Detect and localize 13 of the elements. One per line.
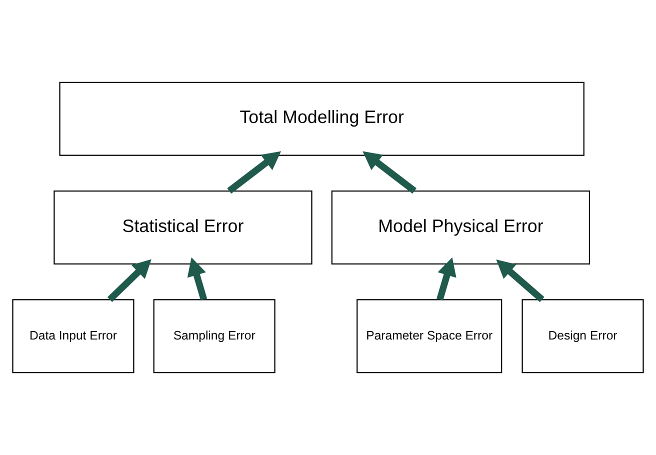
arrow xyxy=(187,257,208,301)
arrow xyxy=(496,260,544,302)
node-box: Statistical Error xyxy=(54,190,312,264)
node-box: Data Input Error xyxy=(12,299,134,374)
node-box: Sampling Error xyxy=(153,299,276,374)
node-box: Total Modelling Error xyxy=(59,82,584,156)
node-box: Model Physical Error xyxy=(331,190,590,264)
arrow xyxy=(227,151,282,194)
arrow xyxy=(107,259,152,302)
arrow xyxy=(436,257,456,301)
arrow xyxy=(362,151,416,194)
node-box: Design Error xyxy=(522,299,644,374)
node-box: Parameter Space Error xyxy=(356,299,502,374)
